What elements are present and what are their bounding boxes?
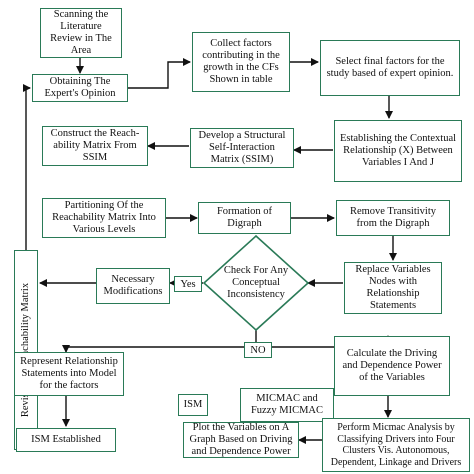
- node-replace: Replace Variables Nodes with Relationshi…: [344, 262, 442, 314]
- node-micmac: MICMAC and Fuzzy MICMAC: [240, 388, 334, 422]
- node-reach: Construct the Reach-ability Matrix From …: [42, 126, 148, 166]
- arrow-expert-to-collect: [128, 58, 191, 89]
- node-scan: Scanning the Literature Review in The Ar…: [40, 8, 122, 58]
- node-modify: Necessary Modifications: [96, 268, 170, 304]
- node-partition: Partitioning Of the Reachability Matrix …: [42, 198, 166, 238]
- decision-diamond: [202, 234, 310, 332]
- node-expert: Obtaining The Expert's Opinion: [32, 74, 128, 102]
- node-perform: Perform Micmac Analysis by Classifying D…: [322, 418, 470, 472]
- node-represent: Represent Relationship Statements into M…: [14, 352, 124, 396]
- arrow-revise-to-expert: [23, 84, 31, 250]
- node-select: Select final factors for the study based…: [320, 40, 460, 96]
- node-ism-established: ISM Established: [16, 428, 116, 452]
- node-contextual: Establishing the Contextual Relationship…: [334, 120, 462, 182]
- node-revise: Revise The Reachability Matrix: [14, 250, 38, 450]
- label-yes: Yes: [174, 276, 202, 292]
- label-no: NO: [244, 342, 272, 358]
- node-calculate: Calculate the Driving and Dependence Pow…: [334, 336, 450, 396]
- node-collect: Collect factors contributing in the grow…: [192, 32, 290, 92]
- node-digraph: Formation of Digraph: [198, 202, 291, 234]
- node-ssim: Develop a Structural Self-Interaction Ma…: [190, 128, 294, 168]
- node-transitivity: Remove Transitivity from the Digraph: [336, 200, 450, 236]
- node-plot: Plot the Variables on A Graph Based on D…: [183, 422, 299, 458]
- node-ism: ISM: [178, 394, 208, 416]
- node-check: Check For Any Conceptual Inconsistency: [223, 264, 289, 301]
